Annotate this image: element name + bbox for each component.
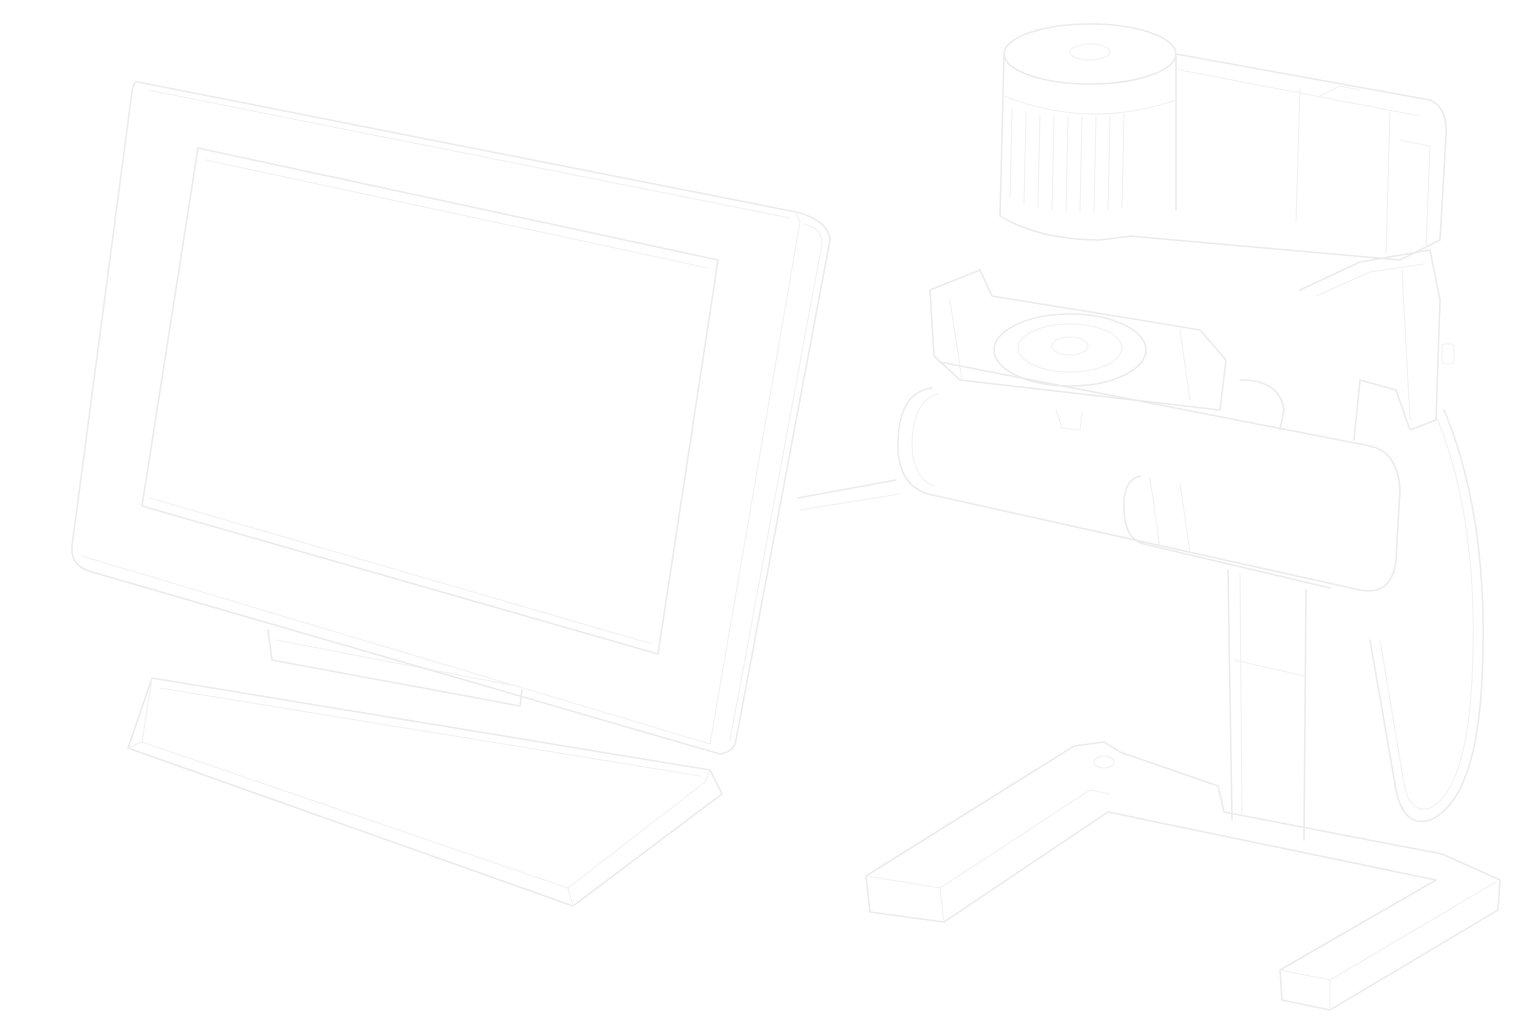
monitor-stand-base bbox=[127, 677, 723, 907]
camera-stand-drawing bbox=[797, 23, 1501, 1011]
camera-head bbox=[999, 23, 1447, 261]
stand-arm bbox=[797, 361, 1401, 592]
stand-rotary-stage bbox=[929, 269, 1285, 431]
stand-bracket bbox=[1299, 249, 1455, 441]
monitor-stand-neck bbox=[267, 629, 523, 707]
stand-base bbox=[865, 741, 1501, 1011]
monitor-drawing bbox=[71, 80, 831, 907]
monitor-screen bbox=[141, 147, 719, 655]
stand-cable bbox=[1369, 409, 1484, 823]
monitor-bezel bbox=[71, 80, 831, 755]
stand-column bbox=[1227, 569, 1307, 841]
